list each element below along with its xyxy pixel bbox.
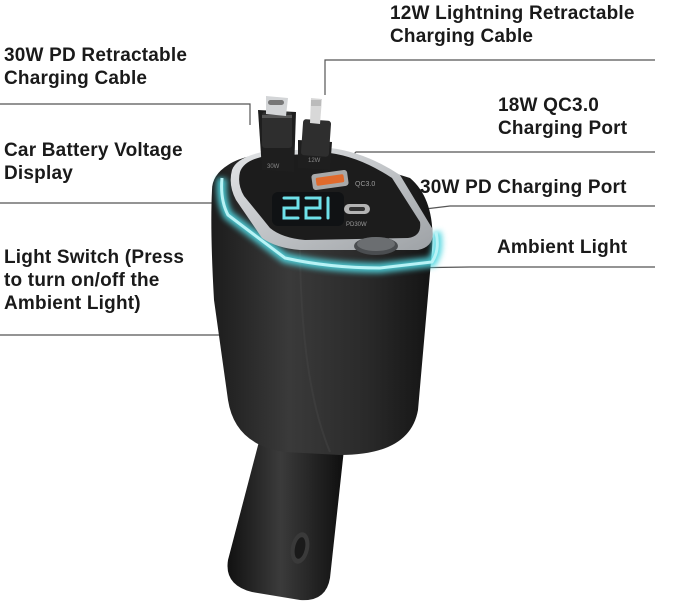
lightning-cable bbox=[298, 98, 332, 170]
label-pd-cable: 30W PD Retractable Charging Cable bbox=[4, 44, 187, 90]
label-voltage-display-line-2: Display bbox=[4, 163, 73, 184]
cable-label-c: 30W bbox=[267, 164, 280, 170]
label-light-switch-line-1: Light Switch (Press bbox=[4, 247, 185, 268]
label-qc-port-line-1: 18W QC3.0 bbox=[498, 95, 600, 116]
label-ambient-light-line-1: Ambient Light bbox=[497, 237, 628, 258]
leader-ambient-light bbox=[397, 266, 655, 269]
label-light-switch-line-3: Ambient Light) bbox=[4, 293, 141, 314]
ambient-light-ring bbox=[216, 177, 443, 274]
label-lightning-cable: 12W Lightning Retractable Charging Cable bbox=[390, 2, 635, 48]
label-light-switch: Light Switch (Press to turn on/off the A… bbox=[4, 246, 184, 315]
label-ambient-light: Ambient Light bbox=[497, 236, 627, 259]
usb-a-port bbox=[311, 169, 349, 191]
voltage-display bbox=[272, 192, 344, 226]
usb-c-port bbox=[344, 204, 370, 214]
leader-lightning-cable bbox=[324, 59, 655, 95]
label-lightning-cable-line-2: Charging Cable bbox=[390, 26, 534, 47]
label-lightning-cable-line-1: 12W Lightning Retractable bbox=[390, 3, 635, 24]
label-voltage-display-line-1: Car Battery Voltage bbox=[4, 140, 183, 161]
label-light-switch-line-2: to turn on/off the bbox=[4, 270, 160, 291]
port-label-usb-c: PD30W bbox=[346, 222, 367, 228]
label-qc-port-line-2: Charging Port bbox=[498, 118, 628, 139]
label-pd-port-line-1: 30W PD Charging Port bbox=[420, 177, 627, 198]
label-qc-port: 18W QC3.0 Charging Port bbox=[498, 94, 627, 140]
cable-label-lightning: 12W bbox=[308, 158, 321, 164]
label-voltage-display: Car Battery Voltage Display bbox=[4, 139, 183, 185]
leader-pd-port bbox=[399, 205, 655, 213]
label-pd-cable-line-2: Charging Cable bbox=[4, 68, 148, 89]
leader-qc-port bbox=[339, 151, 655, 169]
label-pd-cable-line-1: 30W PD Retractable bbox=[4, 45, 188, 66]
port-label-usb-a: QC3.0 bbox=[355, 181, 375, 188]
usb-c-cable bbox=[258, 96, 296, 172]
label-pd-port: 30W PD Charging Port bbox=[420, 176, 627, 199]
leader-pd-cable bbox=[0, 103, 251, 125]
light-switch-button[interactable] bbox=[354, 237, 398, 255]
